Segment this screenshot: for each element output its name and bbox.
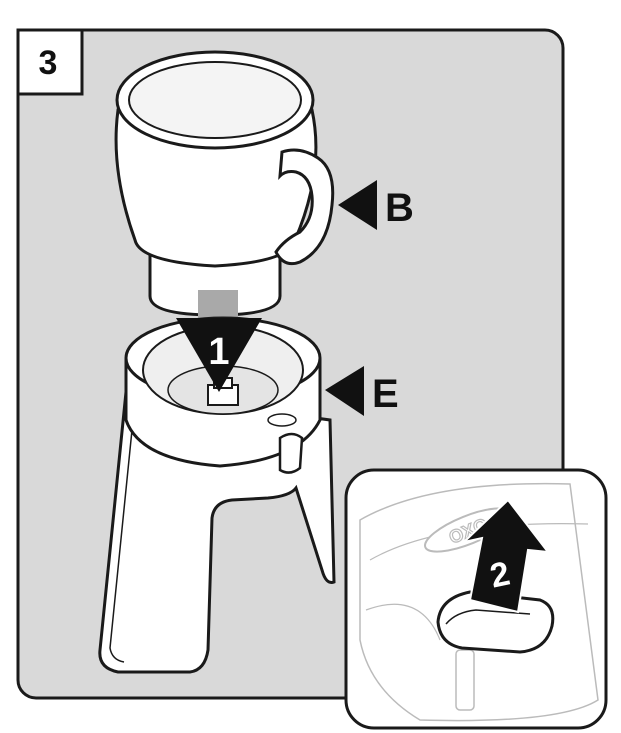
base-e — [98, 316, 336, 674]
pointer-e-arrow — [325, 366, 364, 416]
pointer-b-arrow — [338, 180, 377, 230]
step-2-arrow: 2 — [460, 498, 551, 614]
detail-inset: OXO 2 — [344, 468, 608, 730]
carafe-b — [114, 50, 335, 317]
step-1-arrow: 1 — [176, 318, 262, 392]
step-number-box — [16, 28, 84, 96]
step-number: 3 — [39, 44, 58, 82]
release-button — [436, 590, 555, 654]
step-1-label: 1 — [208, 331, 229, 373]
label-b: B — [385, 186, 414, 230]
label-e: E — [372, 372, 399, 416]
